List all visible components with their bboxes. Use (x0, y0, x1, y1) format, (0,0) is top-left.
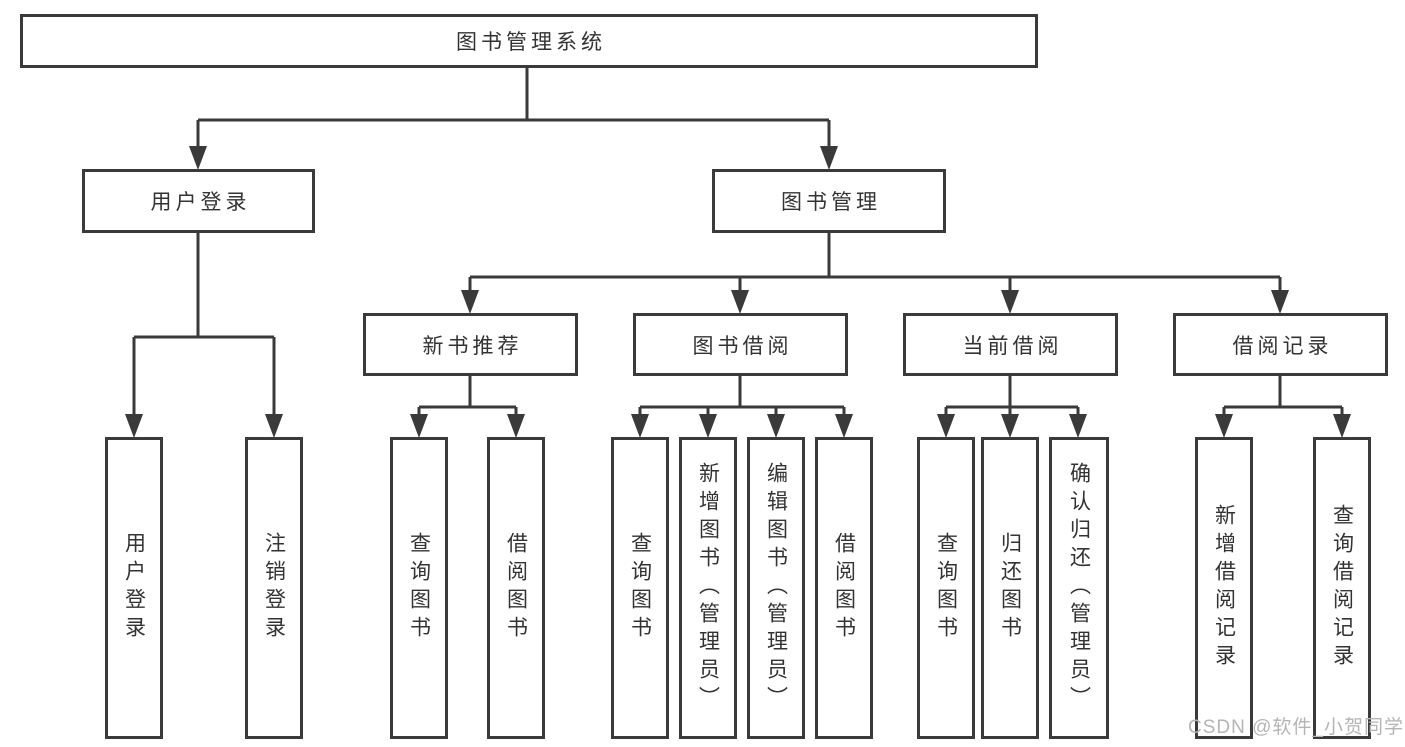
csdn-watermark: CSDN @软件_小贺同学 (1188, 717, 1404, 738)
leaf-return-book: 归还图书 (981, 437, 1039, 739)
node-user-login: 用户登录 (82, 169, 315, 233)
node-book-management: 图书管理 (712, 169, 946, 233)
node-book-borrow: 图书借阅 (633, 313, 848, 376)
node-root: 图书管理系统 (20, 14, 1038, 68)
leaf-borrow-book-borrow: 借阅图书 (815, 437, 873, 739)
leaf-edit-book-admin: 编辑图书（管理员） (747, 437, 805, 739)
leaf-borrow-book-recommend: 借阅图书 (487, 437, 545, 739)
leaf-query-book-borrow: 查询图书 (611, 437, 669, 739)
leaf-query-book-current: 查询图书 (917, 437, 975, 739)
node-new-book-recommend: 新书推荐 (363, 313, 578, 376)
leaf-confirm-return-admin: 确认归还（管理员） (1049, 437, 1109, 739)
leaf-logout: 注销登录 (245, 437, 303, 739)
leaf-add-book-admin: 新增图书（管理员） (679, 437, 737, 739)
leaf-add-borrow-record: 新增借阅记录 (1195, 437, 1253, 739)
leaf-query-book-recommend: 查询图书 (390, 437, 448, 739)
leaf-query-borrow-record: 查询借阅记录 (1313, 437, 1371, 739)
node-current-borrow: 当前借阅 (903, 313, 1118, 376)
leaf-user-login: 用户登录 (105, 437, 163, 739)
node-borrow-records: 借阅记录 (1173, 313, 1388, 376)
